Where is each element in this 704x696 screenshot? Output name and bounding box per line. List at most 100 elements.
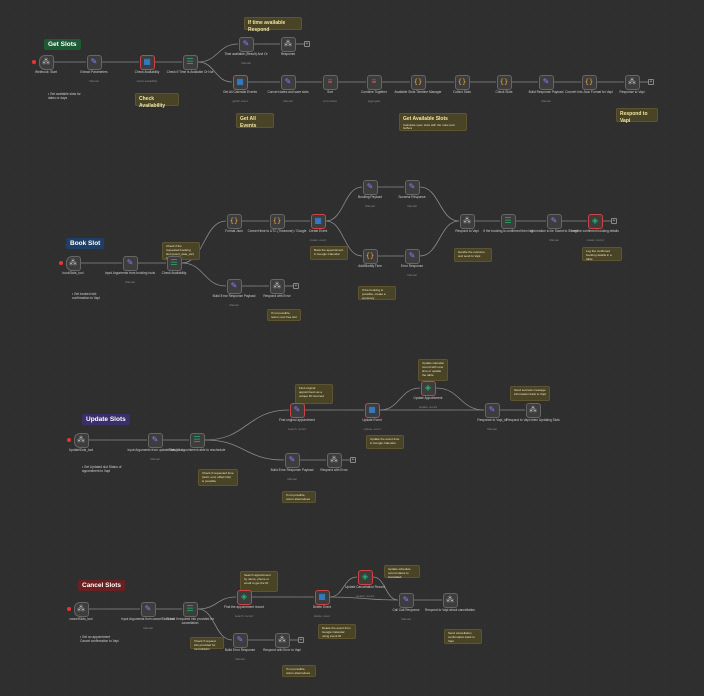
workflow-node[interactable]: ✎	[280, 74, 296, 90]
sticky-note[interactable]: Find original appointment as a unique ID…	[295, 384, 333, 404]
workflow-node[interactable]: ✎	[538, 74, 554, 90]
workflow-node[interactable]: {}	[454, 74, 470, 90]
sticky-note[interactable]: Update schedule record status to Cancell…	[384, 565, 420, 579]
sticky-note[interactable]: Delete the event from Google Calendar us…	[318, 624, 356, 639]
workflow-node[interactable]: ⁂	[624, 74, 640, 90]
node-label: Input Arguments from booking tools	[104, 271, 156, 275]
add-node-button[interactable]: +	[648, 79, 654, 85]
workflow-node[interactable]: ✎	[147, 432, 163, 448]
node-subtitle: Manual	[241, 61, 251, 65]
sticky-note[interactable]: Check if request info provided for cance…	[190, 637, 224, 651]
workflow-node[interactable]: ✎	[226, 278, 242, 294]
workflow-node[interactable]: ▦	[310, 213, 326, 229]
node-subtitle: Manual	[487, 427, 497, 431]
add-node-button[interactable]: +	[293, 283, 299, 289]
workflow-node[interactable]: {}	[410, 74, 426, 90]
workflow-node[interactable]: ✎	[404, 179, 420, 195]
workflow-node[interactable]: ☰	[189, 432, 205, 448]
sticky-note[interactable]: Get All Events	[236, 113, 274, 129]
workflow-node[interactable]: ✎	[284, 452, 300, 468]
workflow-node[interactable]: ✎	[86, 54, 102, 70]
workflow-node[interactable]: ✎	[238, 36, 254, 52]
workflow-node[interactable]: ⁂	[65, 255, 81, 271]
node-label: Respond with Error to Vapi	[263, 648, 301, 652]
workflow-node[interactable]: ◈	[587, 213, 603, 229]
workflow-node[interactable]: {}	[362, 248, 378, 264]
add-node-button[interactable]: +	[611, 218, 617, 224]
sticky-note[interactable]: Handle the outcome and send to Vapi	[454, 248, 492, 262]
workflow-node[interactable]: ▦	[232, 74, 248, 90]
workflow-node[interactable]: {}	[269, 213, 285, 229]
workflow-node[interactable]: ✎	[484, 402, 500, 418]
sticky-note[interactable]: Search appointment by name, phone or ema…	[240, 571, 278, 592]
sticky-note[interactable]: Update calendar record with new time or …	[418, 359, 448, 381]
workflow-node[interactable]: ⁂	[38, 54, 54, 70]
workflow-node[interactable]: ⁂	[280, 36, 296, 52]
node-label: Update Appointment	[413, 396, 443, 400]
sticky-note[interactable]: Send success message information back to…	[510, 386, 550, 401]
workflow-node[interactable]: ☰	[500, 213, 516, 229]
sticky-note[interactable]: Update the event time in Google Calendar	[366, 435, 404, 449]
workflow-node[interactable]: ⁂	[525, 402, 541, 418]
workflow-node[interactable]: ≡	[322, 74, 338, 90]
node-subtitle: create: record	[586, 238, 604, 242]
node-label: Input Arguments from cancelSlots tool	[121, 617, 175, 621]
workflow-node[interactable]: ◈	[420, 380, 436, 396]
workflow-node[interactable]: ⁂	[73, 601, 89, 617]
node-label: Convert dates and save slots	[267, 90, 309, 94]
sticky-note[interactable]: If not possible, return alternatives	[282, 665, 316, 677]
node-label: Add/Modify Time	[358, 264, 382, 268]
workflow-node[interactable]: ✎	[122, 255, 138, 271]
sticky-note[interactable]: Book the appointment in Google Calendar	[310, 246, 348, 260]
workflow-node[interactable]: {}	[496, 74, 512, 90]
sticky-note[interactable]: If not possible, return alternatives	[282, 491, 316, 503]
add-node-button[interactable]: +	[298, 637, 304, 643]
node-label: Check if required info provided for canc…	[166, 617, 214, 625]
switch-icon: ☰	[186, 604, 194, 613]
workflow-node[interactable]: ⁂	[73, 432, 89, 448]
workflow-node[interactable]: ▦	[314, 589, 330, 605]
workflow-node[interactable]: ⁂	[459, 213, 475, 229]
code-icon: {}	[272, 216, 282, 225]
workflow-node[interactable]: ✎	[546, 213, 562, 229]
workflow-node[interactable]: ◈	[236, 589, 252, 605]
sticky-note[interactable]: If the booking is possible, create a sum…	[358, 286, 396, 300]
calendar-icon: ▦	[314, 216, 322, 225]
add-node-button[interactable]: +	[350, 457, 356, 463]
workflow-node[interactable]: ☰	[182, 601, 198, 617]
sticky-note[interactable]: Respond to Vapi	[616, 108, 658, 124]
workflow-node[interactable]: ✎	[404, 248, 420, 264]
node-subtitle: update: record	[418, 405, 438, 409]
workflow-node[interactable]: ✎	[289, 402, 305, 418]
table-icon: ◈	[591, 216, 599, 225]
workflow-node[interactable]: ⁂	[269, 278, 285, 294]
workflow-node[interactable]: ✎	[398, 592, 414, 608]
workflow-node[interactable]: {}	[581, 74, 597, 90]
workflow-node[interactable]: ▦	[364, 402, 380, 418]
workflow-node[interactable]: ◈	[357, 569, 373, 585]
workflow-node[interactable]: ✎	[140, 601, 156, 617]
workflow-node[interactable]: ⁂	[326, 452, 342, 468]
workflow-node[interactable]: ⁂	[442, 592, 458, 608]
sticky-note[interactable]: If not possible, return next free slot	[267, 309, 301, 321]
node-subtitle: Manual	[283, 99, 293, 103]
workflow-node[interactable]: ⁂	[274, 632, 290, 648]
workflow-node[interactable]: ☰	[182, 54, 198, 70]
add-node-button[interactable]: +	[304, 41, 310, 47]
workflow-node[interactable]: ≡	[366, 74, 382, 90]
workflow-node[interactable]: {}	[226, 213, 242, 229]
sticky-note[interactable]: Check if requested time (start, end, off…	[198, 469, 238, 486]
workflow-node[interactable]: ☰	[166, 255, 182, 271]
sticky-note[interactable]: Check Availability	[135, 93, 179, 109]
sticky-note[interactable]: Log the confirmed booking details in a t…	[582, 247, 622, 261]
workflow-node[interactable]: ✎	[362, 179, 378, 195]
workflow-node[interactable]: ▦	[139, 54, 155, 70]
sticky-note[interactable]: If time available Respond	[244, 17, 302, 33]
workflow-node[interactable]: ✎	[232, 632, 248, 648]
sticky-note[interactable]: Send cancellation confirmation back to V…	[444, 629, 482, 644]
node-label: Response	[280, 52, 296, 56]
node-label: Create Event	[308, 229, 328, 233]
